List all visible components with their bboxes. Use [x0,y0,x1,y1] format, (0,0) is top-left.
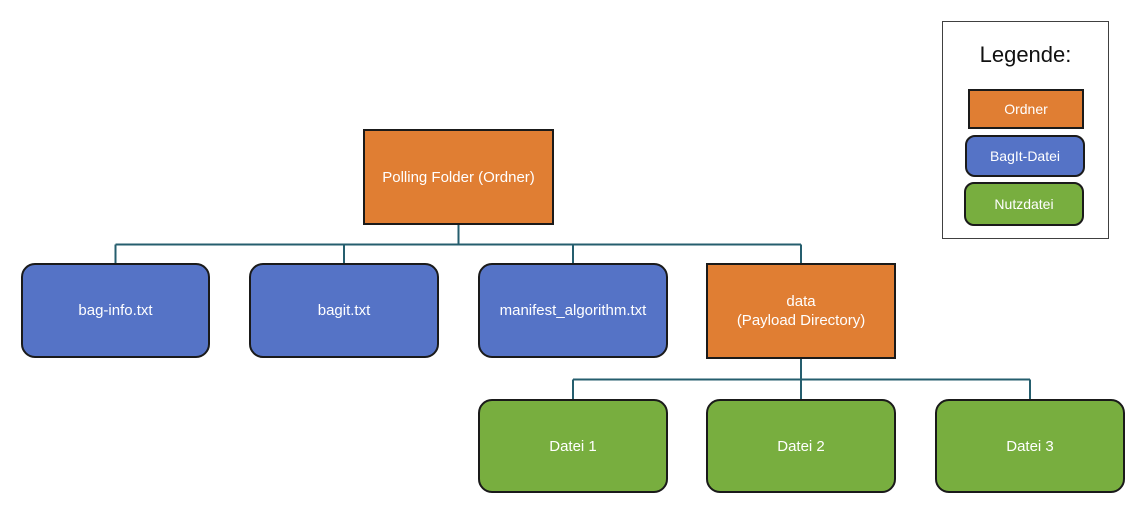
node-manifest-algorithm-txt[interactable]: manifest_algorithm.txt [478,263,668,358]
node-bagit-txt[interactable]: bagit.txt [249,263,439,358]
node-label: Datei 3 [1006,437,1054,455]
node-data-payload-directory[interactable]: data (Payload Directory) [706,263,896,359]
node-datei-1[interactable]: Datei 1 [478,399,668,493]
legend-item-label: BagIt-Datei [989,148,1061,164]
legend-item-label: Nutzdatei [994,196,1054,212]
node-label: bagit.txt [317,302,371,319]
legend-item-label: Ordner [1004,101,1048,117]
node-datei-2[interactable]: Datei 2 [706,399,896,493]
legend-item-nutzdatei: Nutzdatei [964,182,1084,226]
legend-item-ordner: Ordner [968,89,1084,129]
node-datei-3[interactable]: Datei 3 [935,399,1125,493]
node-label: bag-info.txt [78,302,153,319]
legend-item-bagit-datei: BagIt-Datei [965,135,1085,177]
node-label: manifest_algorithm.txt [499,302,647,319]
node-polling-folder[interactable]: Polling Folder (Ordner) [363,129,554,225]
node-label: Datei 1 [549,437,597,455]
node-label: Polling Folder (Ordner) [382,168,535,186]
node-label: data (Payload Directory) [736,293,866,329]
legend: Legende: Ordner BagIt-Datei Nutzdatei [942,21,1109,239]
node-label: Datei 2 [777,437,825,455]
legend-title: Legende: [979,42,1072,67]
node-bag-info-txt[interactable]: bag-info.txt [21,263,210,358]
